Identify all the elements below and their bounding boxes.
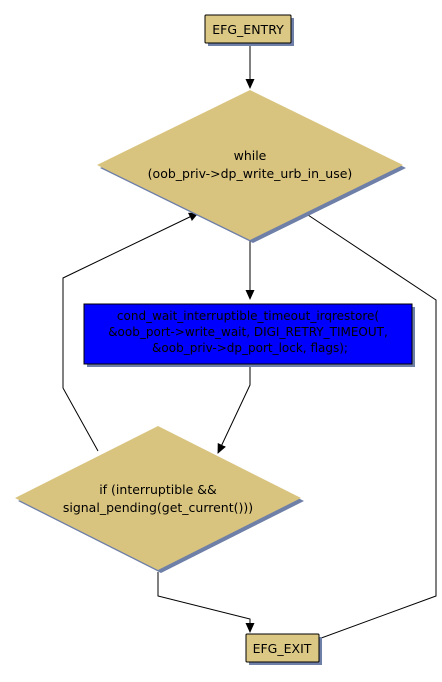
entry-node: EFG_ENTRY [204,14,294,46]
check-label-line-2: signal_pending(get_current())) [63,500,253,515]
wait-label-line-2: &oob_port->write_wait, DIGI_RETRY_TIMEOU… [108,325,388,339]
wait-process: cond_wait_interruptible_timeout_irqresto… [83,303,415,367]
while-label-line-1: while [234,148,267,163]
wait-label-line-3: &oob_priv->dp_port_lock, flags); [152,341,348,355]
while-label-line-2: (oob_priv->dp_write_urb_in_use) [148,166,353,181]
exit-node: EFG_EXIT [245,633,322,665]
edges [62,46,437,650]
wait-label-line-1: cond_wait_interruptible_timeout_irqresto… [117,309,379,323]
exit-label: EFG_EXIT [253,641,312,656]
check-decision: if (interruptible && signal_pending(get_… [15,426,304,573]
check-label-line-1: if (interruptible && [99,482,217,497]
edge-while-to-exit [293,212,437,650]
edge-wait-to-check [217,364,251,454]
while-decision: while (oob_priv->dp_write_urb_in_use) [97,90,406,243]
edge-check-loop-to-while [62,212,199,452]
entry-label: EFG_ENTRY [212,22,284,37]
edge-check-to-exit [157,572,255,633]
